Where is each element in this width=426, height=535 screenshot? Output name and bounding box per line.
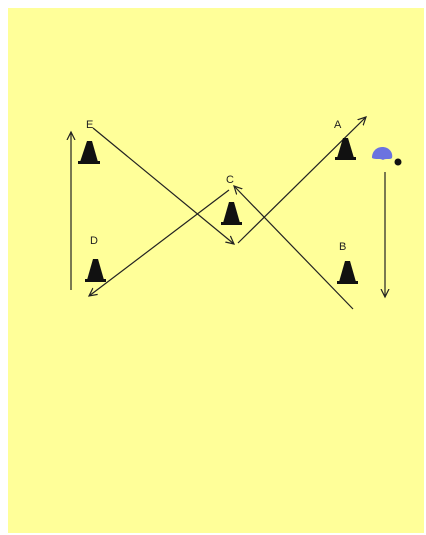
cone-c-base-icon	[221, 222, 242, 225]
cone-e: E	[78, 119, 100, 164]
cone-b-base-icon	[337, 281, 358, 284]
cone-c-icon	[223, 202, 240, 223]
cone-c-label: C	[226, 174, 234, 186]
cone-d-icon	[87, 259, 104, 280]
cone-d: D	[85, 235, 106, 282]
cone-a-label: A	[334, 119, 342, 131]
player-icon	[372, 147, 393, 160]
field-background	[8, 8, 424, 533]
cone-b-label: B	[339, 241, 346, 253]
arrow-c-to-d	[89, 189, 230, 296]
arrow-b-to-c	[234, 186, 354, 310]
cone-b-icon	[339, 261, 356, 282]
cone-e-icon	[80, 141, 98, 162]
cone-c: C	[221, 174, 242, 225]
cone-b: B	[337, 241, 358, 284]
player-with-ball	[372, 147, 402, 166]
cone-e-label: E	[86, 119, 93, 131]
arrow-e-to-center	[92, 127, 234, 244]
cone-d-base-icon	[85, 279, 106, 282]
cone-a-icon	[337, 138, 354, 158]
cone-e-base-icon	[78, 161, 100, 164]
cone-a-base-icon	[335, 157, 356, 160]
ball-icon	[394, 158, 402, 166]
cone-d-label: D	[90, 235, 98, 247]
cone-a: A	[334, 119, 356, 160]
